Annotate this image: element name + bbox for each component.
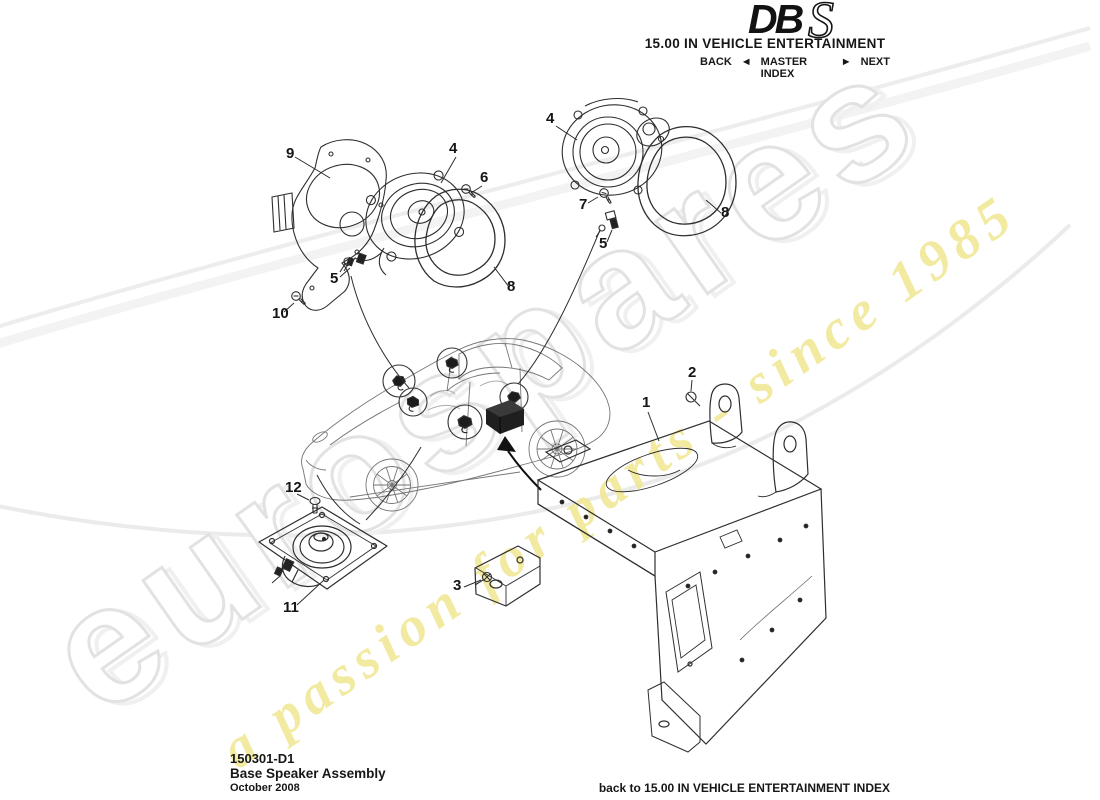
part11-speaker <box>258 506 388 590</box>
part-callout-8-right: 8 <box>721 204 729 221</box>
doc-id: 150301-D1 <box>230 751 295 766</box>
part-callout-4-left: 4 <box>449 140 458 157</box>
front-wheel <box>365 458 419 512</box>
part-callout-8-left: 8 <box>507 278 515 295</box>
part-callout-11: 11 <box>283 599 299 616</box>
part5-clip-left <box>339 257 351 273</box>
part4-speaker-left <box>343 170 465 276</box>
back-to-index-link[interactable]: back to 15.00 IN VEHICLE ENTERTAINMENT I… <box>598 781 890 795</box>
nav-master-index-link[interactable]: MASTER INDEX <box>760 56 808 80</box>
doc-title: Base Speaker Assembly <box>230 766 386 781</box>
mounting-lug-1 <box>709 383 743 449</box>
rear-wheel <box>528 420 586 478</box>
part-callout-4-right: 4 <box>546 110 555 127</box>
part-callout-3: 3 <box>453 577 461 594</box>
part4-speaker-right <box>561 97 670 196</box>
part12-screw <box>309 496 321 514</box>
part-callout-1: 1 <box>642 394 650 411</box>
part-callout-10: 10 <box>272 305 289 322</box>
dbs-logo-db: DB <box>748 0 804 42</box>
part3-bolt <box>474 571 493 586</box>
document-info: 150301-D1 Base Speaker Assembly October … <box>230 751 386 796</box>
part-callout-12: 12 <box>285 479 302 496</box>
section-title: 15.00 IN VEHICLE ENTERTAINMENT <box>644 36 886 51</box>
leader-lines <box>283 125 722 606</box>
callout-numbers: 9 4 6 5 8 10 4 7 5 8 1 2 3 11 12 <box>272 110 729 616</box>
part-callout-9: 9 <box>286 145 294 162</box>
dbs-logo-s: S <box>808 0 834 44</box>
watermark-swoosh <box>0 26 1092 538</box>
part8-ring-left <box>414 188 506 288</box>
mounting-lug-2 <box>757 421 809 498</box>
doc-date: October 2008 <box>230 782 300 794</box>
mounting-tab <box>544 439 592 463</box>
nav-back-link[interactable]: BACK <box>700 56 732 68</box>
part9-bracket <box>271 139 387 311</box>
right-speaker-group <box>561 97 737 238</box>
amplifier-box <box>486 400 524 434</box>
part8-ring-right <box>637 125 737 237</box>
header-nav: BACK ◄ MASTER INDEX ► NEXT <box>700 56 890 80</box>
subwoofer-enclosure <box>474 383 827 753</box>
nav-back-arrow-icon[interactable]: ◄ <box>740 56 752 68</box>
part-callout-5-left: 5 <box>330 270 338 287</box>
part2-screw <box>685 391 701 407</box>
dbs-logo: DB S <box>748 0 938 50</box>
nav-next-arrow-icon[interactable]: ► <box>840 56 852 68</box>
left-speaker-group <box>271 139 506 311</box>
part-callout-6: 6 <box>480 169 488 186</box>
nav-next-link[interactable]: NEXT <box>860 56 890 68</box>
part-callout-2: 2 <box>688 364 696 381</box>
part-callout-7: 7 <box>579 196 587 213</box>
part-callout-5-right: 5 <box>599 235 607 252</box>
lower-bracket <box>474 545 541 607</box>
